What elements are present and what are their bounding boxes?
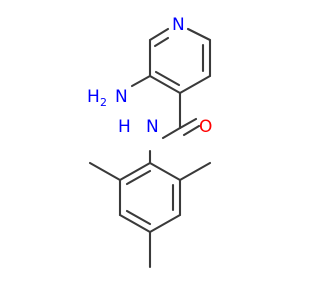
bond-c2-n1-inner — [153, 36, 170, 48]
bond-methyl-left — [88, 161, 122, 182]
structure-canvas: N N H 2 N H O — [87, 15, 212, 269]
bond-a4-a5-inner — [125, 209, 152, 226]
bond-a1-a2 — [148, 161, 182, 182]
amine-hydrogen-count: 2 — [100, 96, 107, 109]
bond-carbonyl-o-double — [182, 124, 201, 137]
bond-a4-a5 — [118, 213, 152, 234]
amide-hydrogen-label: H — [118, 117, 131, 137]
bond-c5-c4 — [178, 74, 212, 95]
amine-nitrogen-label: N — [115, 87, 128, 107]
bond-a6-a1-inner — [125, 169, 152, 186]
bond-c4-c3 — [148, 74, 182, 95]
pyridine-ring — [148, 27, 212, 95]
pyridine-nitrogen-label: N — [172, 15, 185, 35]
bond-methyl-right — [178, 161, 212, 182]
carbonyl-oxygen-label: O — [199, 117, 212, 137]
amide-nitrogen-label: N — [146, 117, 159, 137]
bond-carbonyl-o — [178, 117, 198, 130]
bond-carbonyl-nh — [161, 126, 182, 140]
mesityl-ring — [118, 161, 182, 234]
bond-n1-c6 — [186, 27, 212, 42]
bond-c4-c3-inner — [154, 70, 181, 87]
amine-hydrogen-label: H — [87, 87, 100, 107]
bond-c3-nh2 — [130, 74, 152, 88]
bond-c2-n1 — [148, 27, 170, 42]
amide-group — [148, 91, 201, 165]
bond-a6-a1 — [118, 161, 152, 182]
bond-a3-a4 — [148, 213, 182, 234]
molecule-structure: N N H 2 N H O — [87, 15, 212, 269]
